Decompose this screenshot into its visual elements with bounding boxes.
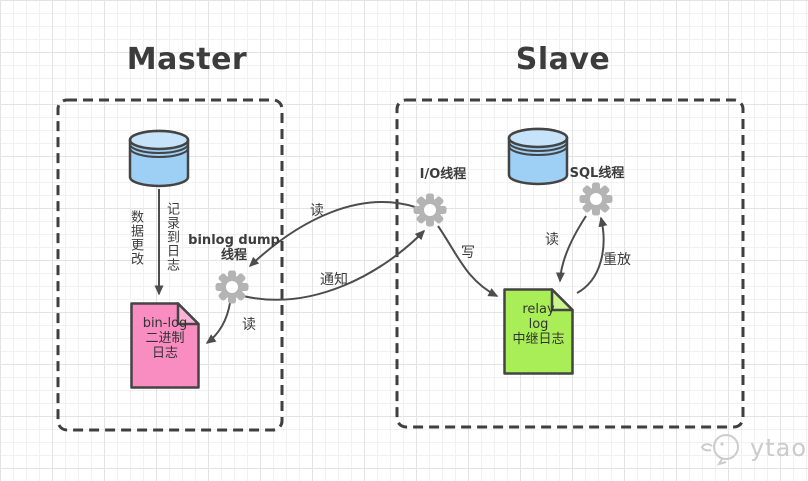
binlog-dump-thread-label: binlog dump 线程 <box>188 233 280 263</box>
watermark-text: ytao <box>750 434 808 462</box>
io-thread-label: I/O线程 <box>419 167 467 182</box>
document-icon <box>503 288 574 375</box>
relay-doc-line2: log <box>528 317 549 332</box>
document-icon <box>130 302 200 389</box>
binlog-doc-line2: 二进制 <box>145 331 185 346</box>
edge-binlog-gear-read-doc <box>205 302 231 344</box>
relay-log-document: relay log 中继日志 <box>503 288 574 375</box>
write-label: 写 <box>461 245 475 261</box>
slave-database-icon <box>507 127 569 186</box>
edge-relay-replay-sql <box>576 216 608 294</box>
master-title: Master <box>126 42 248 77</box>
bird-logo-icon <box>700 434 739 466</box>
sql-thread-gear-icon <box>579 182 613 216</box>
binlog-doc-line1: bin-log <box>142 316 188 331</box>
slave-read-label: 读 <box>545 232 559 248</box>
slave-boundary <box>395 98 745 429</box>
slave-title: Slave <box>515 42 611 77</box>
binlog-dump-gear-icon <box>215 270 249 304</box>
binlog-document: bin-log 二进制 日志 <box>130 302 200 389</box>
binlog-doc-line3: 日志 <box>151 346 178 361</box>
record-to-log-label: 记录到日志 <box>164 202 179 272</box>
relay-doc-line3: 中继日志 <box>512 332 565 347</box>
middle-read-label: 读 <box>310 203 324 219</box>
relay-doc-line1: relay <box>522 302 555 317</box>
replay-label: 重放 <box>603 252 631 268</box>
notify-label: 通知 <box>320 272 348 288</box>
data-change-label: 数据更改 <box>128 210 143 266</box>
watermark: ytao <box>700 430 807 466</box>
io-thread-gear-icon <box>413 193 447 227</box>
edge-sql-read-relay <box>555 215 587 283</box>
sql-thread-label: SQL线程 <box>569 166 625 181</box>
master-database-icon <box>128 129 190 188</box>
master-read-label: 读 <box>242 317 256 333</box>
